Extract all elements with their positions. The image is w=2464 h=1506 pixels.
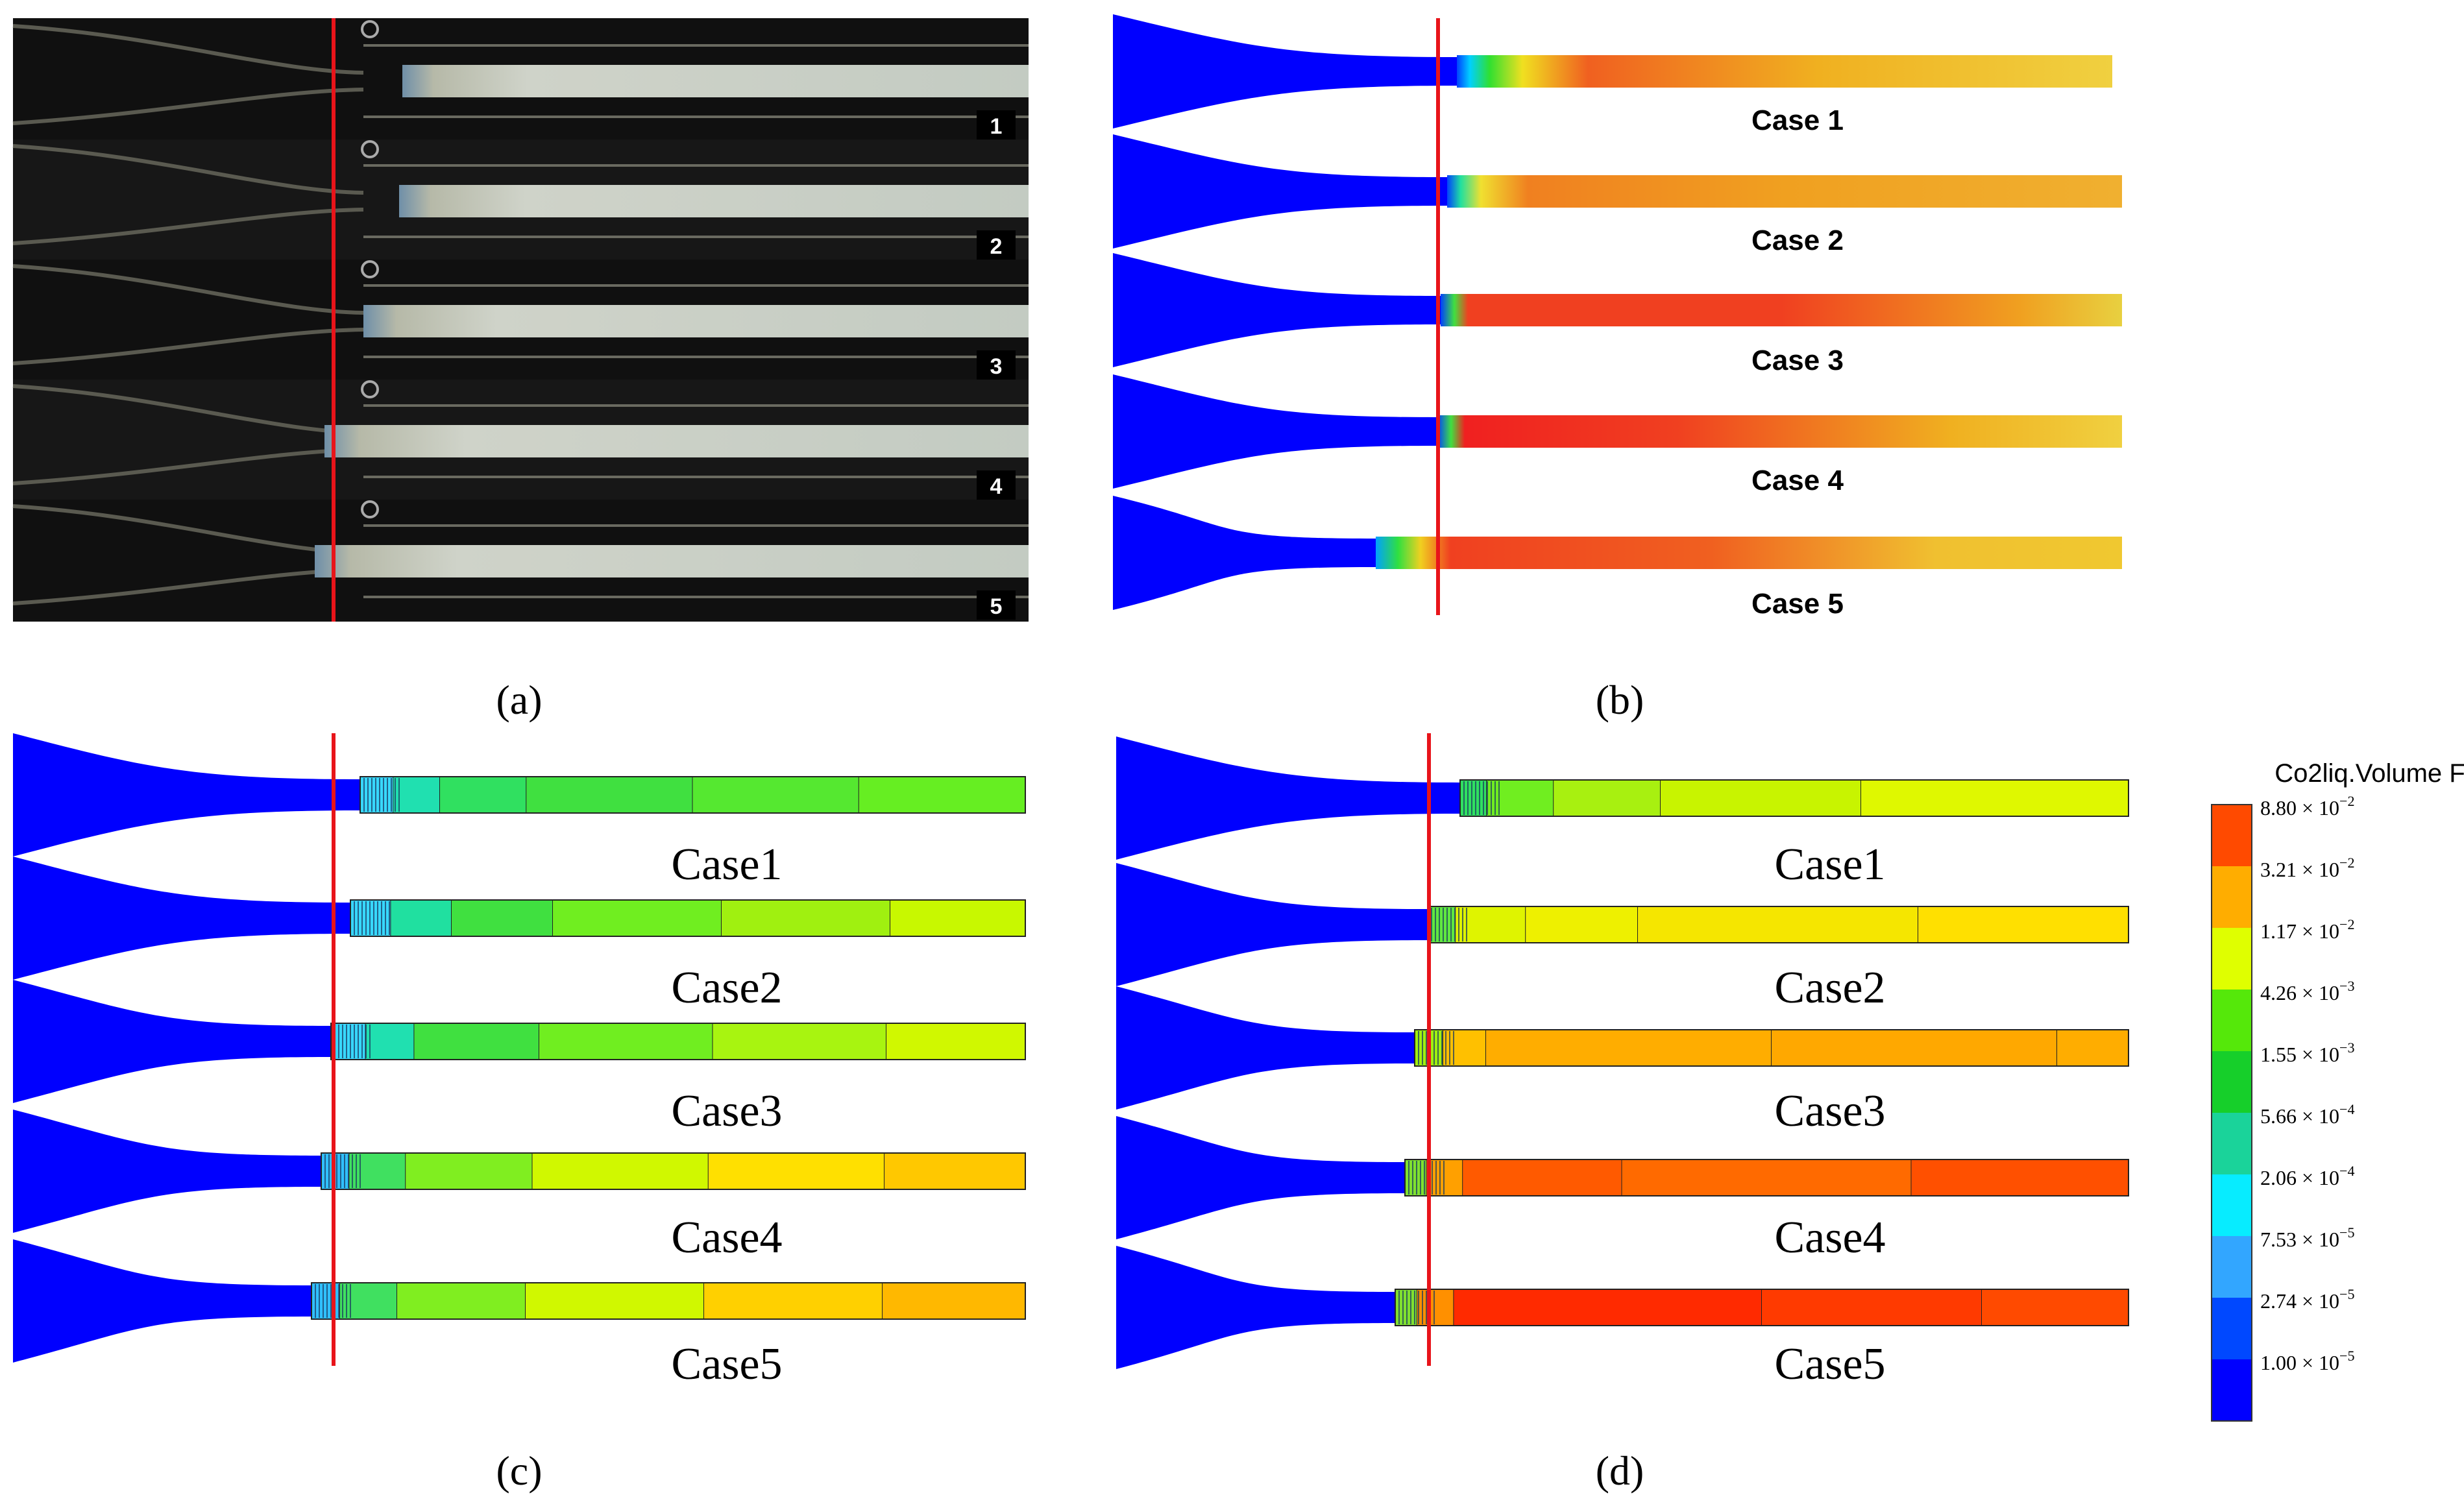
panel-label-d: (d) xyxy=(1596,1448,1644,1494)
case-label: Case2 xyxy=(671,963,782,1013)
case-label: Case 1 xyxy=(1751,104,1844,136)
case-label: Case 5 xyxy=(1751,588,1844,620)
legend-swatch xyxy=(2212,866,2252,928)
photo-number: 4 xyxy=(990,474,1003,499)
panel-a-photos: 1 2 3 4 5 xyxy=(12,18,1029,622)
case-label: Case5 xyxy=(1774,1339,1885,1389)
legend-swatch xyxy=(2212,1236,2252,1298)
panel-b-simulation: Case 1 Case 2 Case 3 Case 4 Case 5 xyxy=(1113,14,2122,620)
legend-tick-label: 5.66 × 10−4 xyxy=(2260,1101,2354,1128)
case-label: Case3 xyxy=(671,1086,782,1136)
photo-row: 5 xyxy=(12,500,1029,620)
legend-tick-label: 3.21 × 10−2 xyxy=(2260,855,2354,881)
photo-row: 4 xyxy=(12,380,1029,500)
case-row: Case 5 xyxy=(1113,496,2122,620)
photo-number: 1 xyxy=(990,114,1003,139)
case-label: Case1 xyxy=(671,840,782,890)
panel-label-b: (b) xyxy=(1596,677,1644,723)
case-row: Case5 xyxy=(13,1239,1026,1389)
case-label: Case3 xyxy=(1774,1086,1885,1136)
legend-swatch xyxy=(2212,990,2252,1051)
case-row: Case1 xyxy=(1116,736,2129,890)
case-label: Case2 xyxy=(1774,963,1885,1013)
legend-swatch xyxy=(2212,1298,2252,1359)
case-label: Case1 xyxy=(1774,840,1885,890)
case-label: Case 4 xyxy=(1751,465,1844,496)
case-row: Case4 xyxy=(13,1110,1026,1263)
photo-number: 2 xyxy=(990,234,1003,259)
legend-swatch xyxy=(2212,805,2252,866)
legend-tick-label: 2.74 × 10−5 xyxy=(2260,1286,2354,1313)
photo-row: 1 xyxy=(12,19,1029,140)
case-row: Case 3 xyxy=(1113,253,2122,376)
case-label: Case 2 xyxy=(1751,225,1844,256)
case-row: Case2 xyxy=(1116,863,2129,1013)
case-label: Case4 xyxy=(1774,1213,1885,1263)
case-row: Case3 xyxy=(1116,986,2129,1136)
case-label: Case5 xyxy=(671,1339,782,1389)
legend-tick-label: 1.17 × 10−2 xyxy=(2260,916,2354,943)
photo-number: 5 xyxy=(990,594,1003,619)
case-row: Case5 xyxy=(1116,1246,2129,1389)
case-row: Case1 xyxy=(13,733,1026,890)
legend-swatch xyxy=(2212,928,2252,990)
legend-tick-label: 1.00 × 10−5 xyxy=(2260,1348,2354,1374)
case-row: Case2 xyxy=(13,856,1026,1013)
legend-tick-label: 7.53 × 10−5 xyxy=(2260,1224,2354,1251)
case-row: Case 2 xyxy=(1113,134,2122,256)
legend-tick-label: 1.55 × 10−3 xyxy=(2260,1039,2354,1066)
legend-tick-label: 8.80 × 10−2 xyxy=(2260,793,2354,820)
legend-swatch xyxy=(2212,1174,2252,1236)
photo-number: 3 xyxy=(990,354,1003,379)
legend-swatch xyxy=(2212,1359,2252,1421)
case-label: Case 3 xyxy=(1751,345,1844,376)
legend-tick-label: 4.26 × 10−3 xyxy=(2260,978,2354,1004)
legend-title: Co2liq.Volume Fraction xyxy=(2275,759,2464,788)
legend-swatch xyxy=(2212,1113,2252,1174)
case-row: Case3 xyxy=(13,980,1026,1136)
case-label: Case4 xyxy=(671,1213,782,1263)
panel-label-c: (c) xyxy=(496,1448,542,1494)
case-row: Case 4 xyxy=(1113,374,2122,496)
legend-swatch xyxy=(2212,1051,2252,1113)
case-row: Case4 xyxy=(1116,1116,2129,1263)
panel-label-a: (a) xyxy=(496,677,542,723)
colorbar-legend: Co2liq.Volume Fraction 8.80 × 10−2 3.21 × … xyxy=(2211,759,2464,1422)
photo-row: 2 xyxy=(12,140,1029,260)
photo-row: 3 xyxy=(12,260,1029,380)
legend-tick-label: 2.06 × 10−4 xyxy=(2260,1163,2354,1189)
case-row: Case 1 xyxy=(1113,14,2112,136)
